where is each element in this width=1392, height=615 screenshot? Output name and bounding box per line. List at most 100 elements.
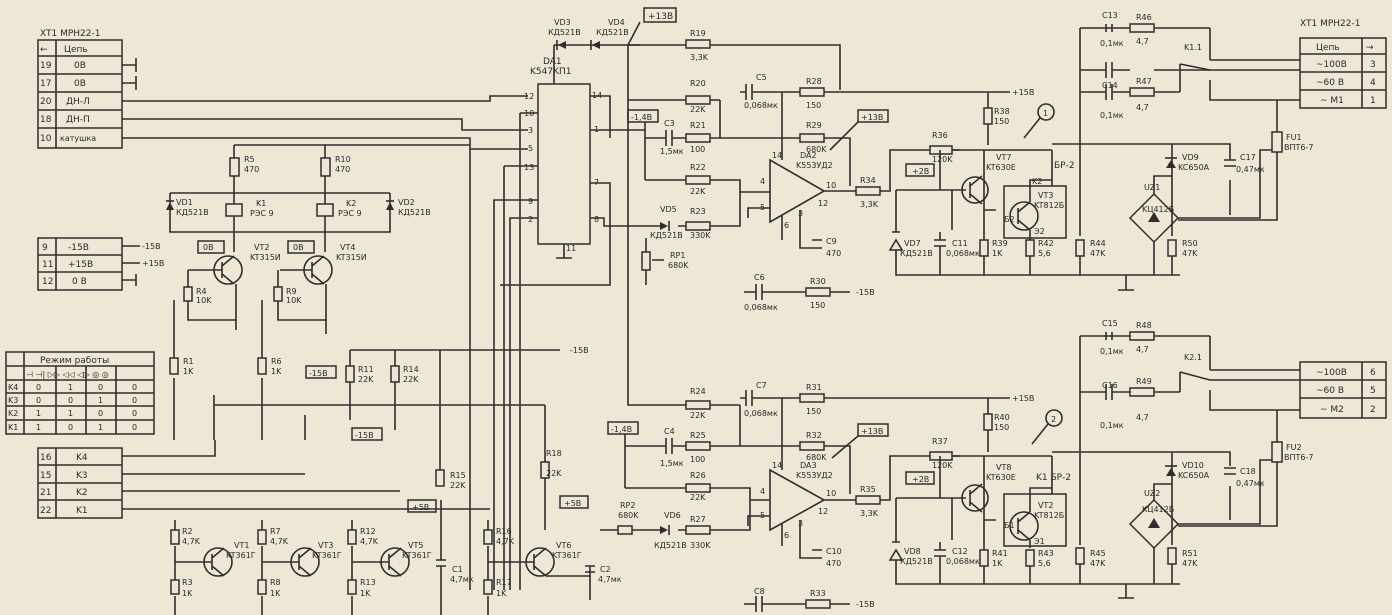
pin-label: ~100B — [1316, 368, 1347, 378]
resistor-r44 — [1075, 239, 1085, 257]
label: VT2 — [1038, 501, 1053, 510]
resistor-r41 — [979, 549, 989, 567]
pin-number: 15 — [40, 471, 51, 481]
pin-label: ~60 B — [1316, 386, 1344, 396]
pin-number: 18 — [40, 115, 52, 125]
label: VD8 — [904, 547, 921, 556]
label: 22K — [450, 481, 466, 490]
label: KC650A — [1178, 471, 1210, 480]
label: R17 — [496, 578, 512, 587]
node-marker-1 — [1037, 103, 1055, 121]
label: C11 — [952, 239, 968, 248]
label: 4,7 — [1136, 103, 1149, 112]
capacitor-c13 — [1105, 62, 1113, 78]
label: VT6 — [556, 541, 571, 550]
rail-label: +13B — [861, 427, 883, 436]
label: R42 — [1038, 239, 1054, 248]
mode-row-label: K1 — [8, 423, 18, 432]
label: 470 — [244, 165, 259, 174]
label: UZ2 — [1144, 489, 1160, 498]
resistor-r38 — [983, 107, 993, 125]
mode-cell: 1 — [36, 423, 41, 432]
label: 3,3K — [860, 509, 879, 518]
label: 4,7K — [360, 537, 379, 546]
label: R30 — [810, 277, 826, 286]
capacitor-c12 — [895, 542, 1180, 585]
pin-number: 10 — [40, 134, 52, 144]
capacitor-c16 — [1105, 384, 1113, 400]
label: VD4 — [608, 18, 625, 27]
label: R40 — [994, 413, 1010, 422]
resistor-r2 — [170, 529, 180, 545]
label: VD1 — [176, 198, 193, 207]
label: R3 — [182, 578, 193, 587]
resistor-r23 — [685, 221, 711, 231]
label: КД521B — [398, 208, 431, 217]
pin-number: 4 — [760, 177, 765, 186]
pin-label: 0B — [74, 79, 86, 89]
pin-number: 13 — [524, 163, 534, 172]
relay-driver-block: R5 470 R10 470 K1 РЭС 9 K2 РЭС 9 VD1 КД5… — [166, 144, 470, 440]
rail-label: +15B — [142, 259, 164, 268]
pin-label: K3 — [76, 471, 88, 481]
resistor-r12 — [347, 529, 357, 545]
mode-cell: 1 — [68, 383, 73, 392]
transistor-vt8 — [961, 484, 989, 512]
label: 22K — [690, 105, 706, 114]
label: 0,1мк — [1100, 39, 1124, 48]
resistor-r34 — [855, 186, 881, 196]
label: R41 — [992, 549, 1008, 558]
label: 22K — [403, 375, 419, 384]
resistor-r40 — [983, 413, 993, 431]
mode-row-label: K2 — [8, 409, 18, 418]
label: 0,47мк — [1236, 479, 1265, 488]
label: R29 — [806, 121, 822, 130]
rail-label: +2B — [912, 475, 929, 484]
resistor-r39 — [979, 239, 989, 257]
label: 1K — [496, 589, 507, 598]
pin-number: 1 — [1370, 96, 1376, 106]
label: РЭС 9 — [250, 209, 274, 218]
pin-label: ~ M2 — [1320, 405, 1344, 415]
label: 4,7K — [270, 537, 289, 546]
diode-vd6 — [660, 526, 668, 534]
connector-xt1-right-top: XT1 MPH22-1 Цепь → ~100B 3 ~60 B 4 ~ M1 … — [1299, 19, 1387, 109]
node-label: Э2 — [1034, 227, 1045, 236]
ic-da1-body — [537, 83, 591, 245]
label: 120K — [932, 155, 953, 164]
pin-label: ~60 B — [1316, 78, 1344, 88]
capacitor-c15 — [1105, 332, 1113, 340]
label: R47 — [1136, 77, 1152, 86]
diode-vd5 — [660, 222, 668, 230]
capacitor-c9 — [812, 239, 822, 249]
mode-cell: 0 — [132, 409, 137, 418]
resistor-r46 — [1129, 23, 1155, 33]
label: KT361Г — [402, 551, 432, 560]
pin-number: 5 — [528, 144, 533, 153]
pin-number: 5 — [1370, 386, 1376, 396]
label: 0,068мк — [744, 303, 778, 312]
label: 4,7мк — [450, 575, 474, 584]
resistor-r35 — [855, 495, 881, 505]
capacitor-c4 — [665, 438, 673, 454]
node-label: 2 — [1051, 415, 1056, 424]
pin-number: 8 — [594, 215, 599, 224]
power-module-frame — [1003, 185, 1067, 239]
label: K547KП1 — [530, 67, 571, 77]
rail-label: +5B — [412, 503, 429, 512]
pin-number: 2 — [528, 215, 533, 224]
capacitor-c6 — [755, 284, 763, 300]
label: KT361Г — [312, 551, 342, 560]
label: БР-2 — [1054, 161, 1075, 171]
rail-minus15-mid: -15B R11 22K R14 22K -15B -15B R15 22K R… — [213, 346, 589, 530]
pin-number: 2 — [1370, 405, 1376, 415]
label: R28 — [806, 77, 822, 86]
pin-number: 6 — [1370, 368, 1376, 378]
resistor-r24 — [685, 400, 711, 410]
connector-left-frame — [37, 39, 123, 149]
label: R45 — [1090, 549, 1106, 558]
label: 47K — [1182, 249, 1198, 258]
label: 0B — [293, 243, 304, 252]
rail-label: +13B — [648, 12, 673, 22]
label: DA2 — [800, 151, 817, 160]
